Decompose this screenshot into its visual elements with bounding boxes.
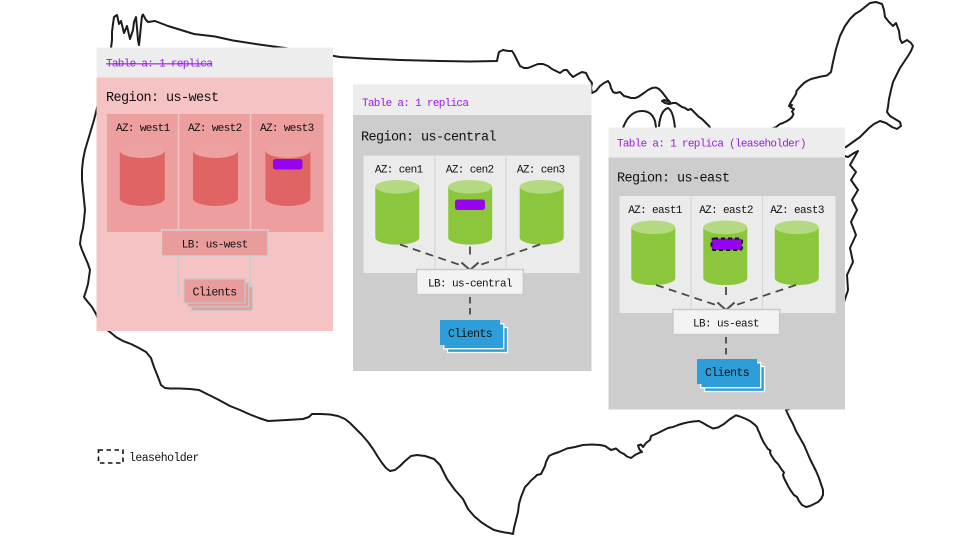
svg-text:LB: us-west: LB: us-west (182, 240, 248, 252)
svg-text:AZ: east3: AZ: east3 (770, 205, 824, 217)
svg-text:LB: us-central: LB: us-central (428, 279, 512, 291)
svg-text:AZ: cen2: AZ: cen2 (446, 165, 494, 177)
svg-text:Clients: Clients (448, 328, 492, 341)
svg-text:Table a: 1 replica (leaseholde: Table a: 1 replica (leaseholder) (617, 139, 806, 151)
svg-text:AZ: cen3: AZ: cen3 (517, 165, 565, 177)
svg-text:Clients: Clients (705, 367, 749, 380)
svg-text:AZ: east1: AZ: east1 (628, 205, 683, 217)
svg-text:Region: us-east: Region: us-east (617, 172, 730, 187)
svg-text:Clients: Clients (192, 287, 236, 300)
svg-text:Table a: 1 replica: Table a: 1 replica (362, 98, 469, 110)
svg-text:AZ: east2: AZ: east2 (699, 205, 753, 217)
svg-text:leaseholder: leaseholder (129, 452, 199, 465)
svg-text:AZ: west2: AZ: west2 (188, 123, 242, 135)
svg-text:LB: us-east: LB: us-east (693, 319, 759, 331)
svg-text:Region: us-central: Region: us-central (361, 131, 497, 146)
svg-text:AZ: cen1: AZ: cen1 (375, 165, 424, 177)
svg-text:Table a: 1 replica: Table a: 1 replica (106, 59, 213, 71)
svg-text:Region: us-west: Region: us-west (106, 91, 219, 106)
svg-text:AZ: west3: AZ: west3 (260, 123, 314, 135)
svg-text:AZ: west1: AZ: west1 (116, 123, 171, 135)
